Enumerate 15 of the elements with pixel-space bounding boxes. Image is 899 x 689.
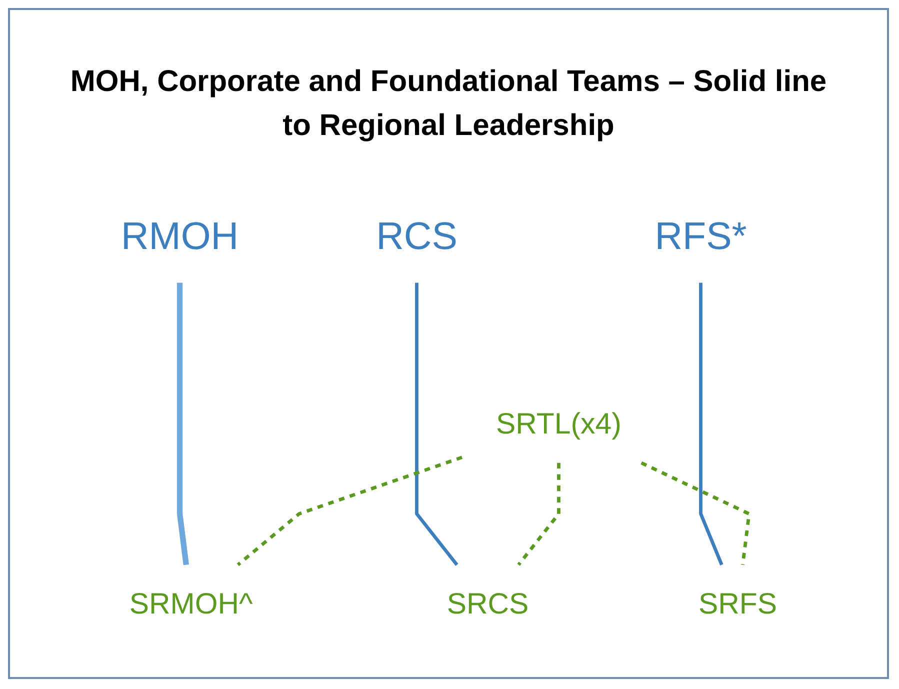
node-text: SRCS bbox=[446, 586, 528, 620]
connector bbox=[236, 456, 462, 566]
connector bbox=[698, 282, 723, 566]
connector bbox=[640, 461, 750, 565]
node-text: SRMOH^ bbox=[128, 586, 252, 620]
node-text: RMOH bbox=[120, 214, 238, 258]
connector bbox=[176, 282, 188, 566]
node-text: RCS bbox=[376, 214, 457, 258]
node-text: RFS* bbox=[654, 214, 746, 258]
node-text: SRTL(x4) bbox=[496, 406, 621, 440]
connector bbox=[516, 462, 560, 566]
node-text: SRFS bbox=[698, 586, 777, 620]
connector bbox=[414, 282, 458, 566]
slide-border: MOH, Corporate and Foundational Teams – Solid line to Regional Leadership RMOH RCS RFS* SRTL(x4) SRMOH^ SRCS SRFS bbox=[8, 8, 889, 679]
title: MOH, Corporate and Foundational Teams – Solid line to Regional Leadership bbox=[69, 64, 828, 144]
